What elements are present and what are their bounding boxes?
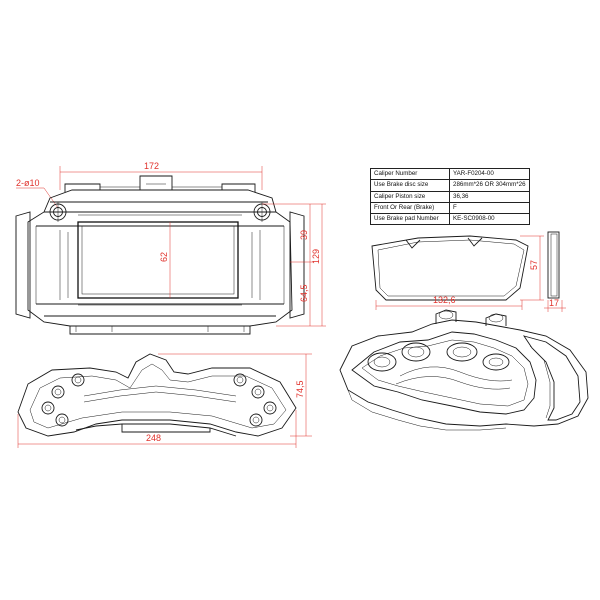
spec-value: F xyxy=(449,201,530,215)
table-row: Caliper Piston size 36,36 xyxy=(370,190,530,203)
front-view: 172 2-ø10 xyxy=(15,161,326,335)
dim-lower-height: 64,5 xyxy=(299,284,309,302)
spec-label: Use Brake disc size xyxy=(370,179,450,192)
dim-window-height: 62 xyxy=(159,252,169,262)
dim-pad-height: 57 xyxy=(529,260,539,270)
pad-view: 57 132,6 17 xyxy=(371,231,566,312)
dim-front-width: 172 xyxy=(144,161,159,171)
dim-pad-width: 132,6 xyxy=(433,295,456,305)
spec-value: 286mm*26 OR 304mm*26 xyxy=(449,179,530,192)
spec-value: YAR-F0204-00 xyxy=(449,167,530,181)
spec-label: Caliper Number xyxy=(370,167,450,181)
spec-value: KE-SC0908-00 xyxy=(449,213,530,226)
top-view: 74,5 248 xyxy=(17,353,312,448)
spec-label: Caliper Piston size xyxy=(370,190,450,203)
table-row: Use Brake pad Number KE-SC0908-00 xyxy=(370,213,530,226)
dim-total-height: 129 xyxy=(311,249,321,264)
spec-value: 36,36 xyxy=(449,190,530,203)
spec-label: Use Brake pad Number xyxy=(370,213,450,226)
spec-table: Caliper Number YAR-F0204-00 Use Brake di… xyxy=(370,167,530,226)
dim-pad-thickness: 17 xyxy=(549,298,559,308)
table-row: Front Or Rear (Brake) F xyxy=(370,201,530,215)
table-row: Caliper Number YAR-F0204-00 xyxy=(370,167,530,181)
dim-top-height: 74,5 xyxy=(295,380,305,398)
spec-label: Front Or Rear (Brake) xyxy=(370,201,450,215)
dim-hole-callout: 2-ø10 xyxy=(16,178,40,188)
dim-total-length: 248 xyxy=(146,433,161,443)
table-row: Use Brake disc size 286mm*26 OR 304mm*26 xyxy=(370,179,530,192)
isometric-view xyxy=(339,309,589,431)
dim-upper-height: 39 xyxy=(299,230,309,240)
